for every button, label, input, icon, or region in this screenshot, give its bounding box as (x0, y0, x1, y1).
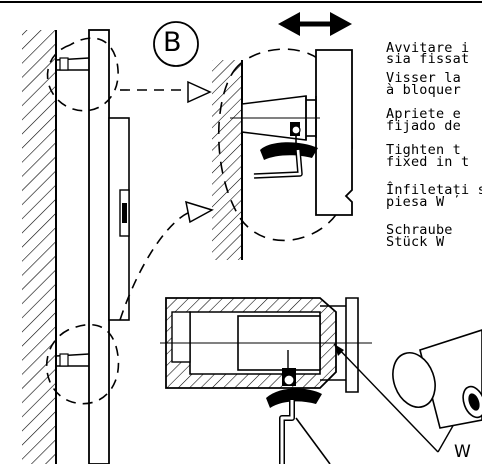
allen-key-lower (266, 368, 331, 465)
lower-leader-line (119, 211, 191, 321)
lower-detail-circle (45, 323, 120, 405)
upper-pin (55, 57, 90, 71)
instruction-en-line2: fixed in t (386, 154, 470, 170)
section-label-circle (153, 21, 199, 67)
instruction-fr-line1: Visser la (386, 70, 461, 86)
right-plate (315, 49, 353, 216)
instruction-es-line2: fijado de (386, 118, 461, 134)
left-panel (88, 29, 130, 465)
part-w (392, 329, 482, 429)
instruction-it-line2: sia fissat (386, 51, 470, 67)
peg-detail (230, 95, 320, 141)
upper-leader-arrow (187, 80, 212, 104)
upper-detail-circle (46, 37, 119, 112)
instruction-fr-line2: à bloquer (386, 82, 461, 98)
part-w-label: W (454, 442, 471, 462)
instruction-ro-line2: piesa W (386, 194, 445, 210)
section-label: B (163, 27, 182, 58)
right-wall-detail (212, 60, 243, 260)
double-arrow (278, 12, 352, 36)
left-wall (22, 30, 57, 464)
instruction-de-line1: Schraube (386, 222, 453, 238)
lower-leader-arrow (185, 200, 214, 224)
bracket-section-detail (160, 297, 372, 393)
detail-zoom-circle (217, 48, 353, 242)
lower-pin (55, 353, 90, 367)
allen-key-upper (253, 122, 318, 179)
instruction-en-line1: Tighten t (386, 142, 461, 158)
instruction-it-line1: Avvitare i (386, 40, 470, 56)
instruction-de-line2: Stück W (386, 234, 445, 250)
instruction-ro-line1: Înfiletați s (386, 182, 482, 198)
instruction-es-line1: Apriete e (386, 106, 461, 122)
